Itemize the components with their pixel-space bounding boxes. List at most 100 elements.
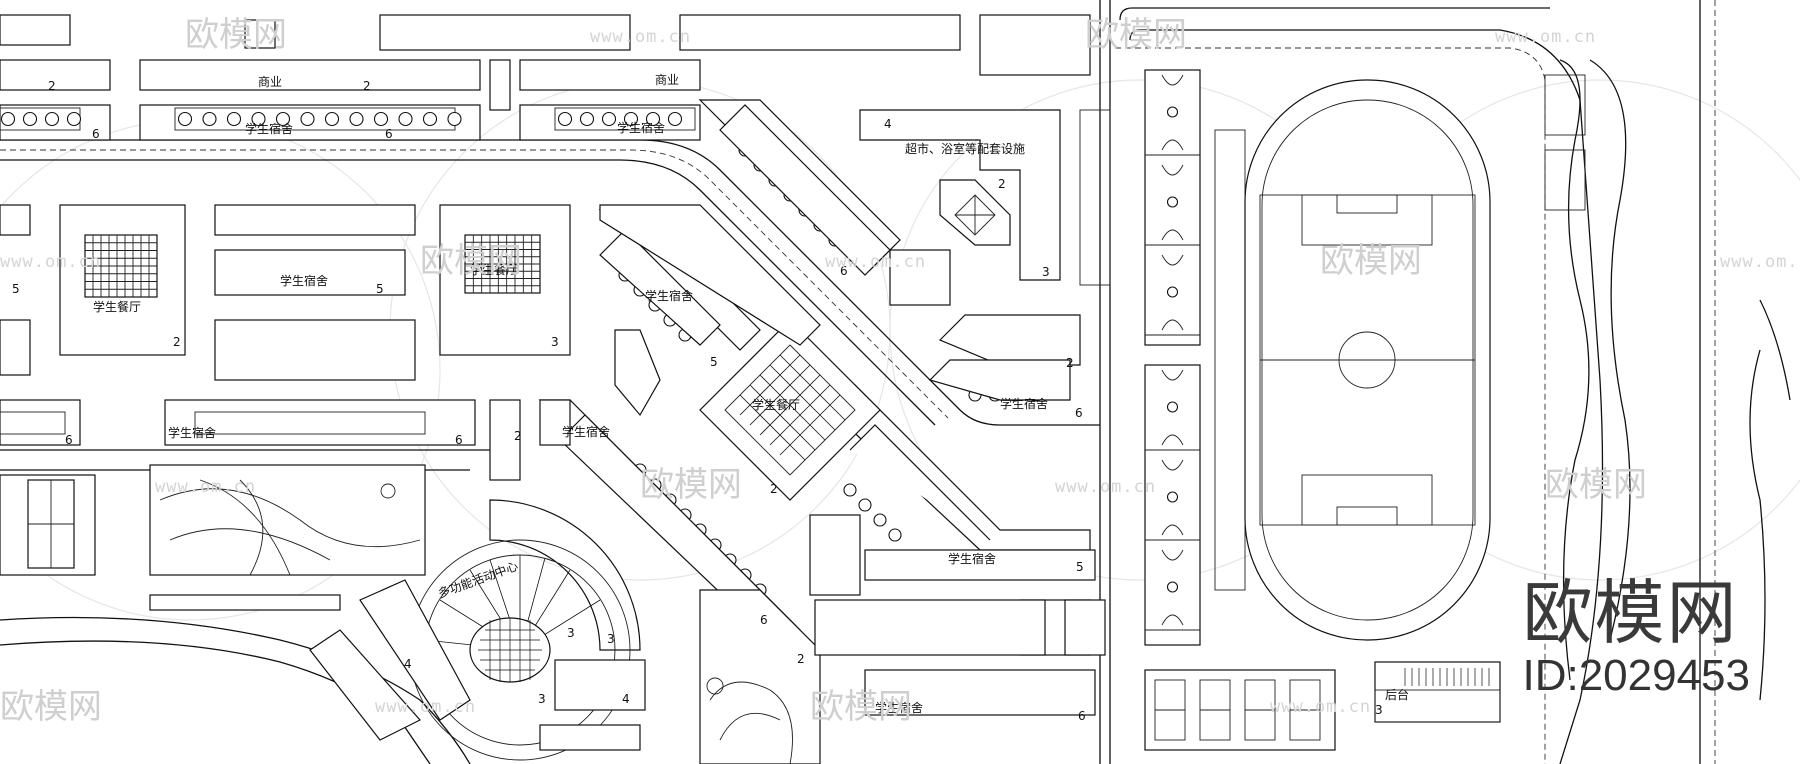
dorm-window-marker bbox=[349, 111, 364, 127]
svg-text:6: 6 bbox=[760, 613, 768, 627]
watermark-url-8: www.om.cn bbox=[375, 697, 476, 717]
watermark-url-1: www.om.cn bbox=[590, 27, 691, 47]
dorm-window-marker bbox=[645, 111, 661, 127]
watermark-url-6: www.om.cn bbox=[155, 477, 256, 497]
svg-text:3: 3 bbox=[551, 335, 559, 349]
lower-left bbox=[0, 464, 426, 611]
svg-text:4: 4 bbox=[404, 657, 412, 671]
dorm-window-marker bbox=[22, 111, 38, 127]
dorm-window-marker bbox=[888, 528, 902, 542]
watermark-brand-6: 欧模网 bbox=[1545, 465, 1647, 505]
watermarks: 欧模网 欧模网 欧模网 欧模网 欧模网 欧模网 欧模网 欧模网 www.om.c… bbox=[0, 15, 1800, 727]
dorm-window-marker bbox=[275, 111, 291, 127]
canteens bbox=[0, 204, 821, 417]
label-dorm-2: 学生宿舍 bbox=[617, 120, 665, 135]
badge-id: ID:2029453 bbox=[1522, 651, 1750, 700]
watermark-url-3: www.om.cn bbox=[0, 252, 101, 272]
dorm-window-marker bbox=[601, 111, 617, 127]
svg-text:6: 6 bbox=[455, 433, 463, 447]
badge-brand: 欧模网 bbox=[1522, 572, 1739, 654]
label-canteen-3: 学生餐厅 bbox=[752, 397, 800, 412]
svg-text:6: 6 bbox=[65, 433, 73, 447]
dorm-window-marker bbox=[398, 111, 413, 127]
watermark-badge: 欧模网 ID:2029453 bbox=[1522, 578, 1750, 700]
dorm-window-marker bbox=[667, 111, 683, 127]
right-greenbelt bbox=[1544, 59, 1766, 701]
tennis-courts bbox=[1144, 669, 1336, 751]
watermark-brand-5: 欧模网 bbox=[640, 465, 742, 505]
watermark-url-9: www.om.cn bbox=[1270, 697, 1371, 717]
svg-text:2: 2 bbox=[363, 79, 371, 93]
label-dorm-5: 学生宿舍 bbox=[168, 425, 216, 440]
label-dorm-9: 学生宿舍 bbox=[875, 700, 923, 715]
label-dorm-7: 学生宿舍 bbox=[1000, 396, 1048, 411]
dorm-window-marker bbox=[300, 111, 315, 127]
dorm-window-marker bbox=[858, 498, 872, 512]
svg-text:2: 2 bbox=[1066, 356, 1074, 370]
svg-text:2: 2 bbox=[770, 482, 778, 496]
lower-middle bbox=[699, 514, 1106, 764]
label-dorm-8: 学生宿舍 bbox=[948, 551, 996, 566]
svg-text:6: 6 bbox=[92, 127, 100, 141]
dorm-window-marker bbox=[447, 111, 462, 127]
svg-text:3: 3 bbox=[607, 632, 615, 646]
dorm-window-marker bbox=[177, 111, 193, 127]
svg-text:3: 3 bbox=[567, 626, 575, 640]
activity-center bbox=[309, 499, 646, 761]
watermark-url-2: www.om.cn bbox=[1495, 27, 1596, 47]
svg-text:5: 5 bbox=[376, 282, 384, 296]
dorm-window-marker bbox=[557, 111, 573, 127]
basketball-courts bbox=[1144, 69, 1201, 646]
dorm-window-marker bbox=[422, 111, 438, 127]
svg-text:5: 5 bbox=[12, 282, 20, 296]
label-supermarket: 超市、浴室等配套设施 bbox=[905, 141, 1025, 156]
floor-numbers: 2 2 6 6 4 2 3 6 5 5 2 3 5 2 6 6 6 2 2 5 … bbox=[12, 79, 1383, 723]
label-commerce-1: 商业 bbox=[258, 74, 282, 89]
label-dorm-3: 学生宿舍 bbox=[280, 273, 328, 288]
central-canteen bbox=[699, 319, 881, 501]
watermark-brand-4: 欧模网 bbox=[1320, 241, 1422, 281]
svg-text:6: 6 bbox=[1078, 709, 1086, 723]
svg-text:6: 6 bbox=[1075, 406, 1083, 420]
top-buildings bbox=[0, 14, 1091, 141]
dorm-window-marker bbox=[873, 513, 887, 527]
label-dorm-1: 学生宿舍 bbox=[245, 121, 293, 136]
watermark-brand-2: 欧模网 bbox=[1085, 15, 1187, 55]
svg-text:4: 4 bbox=[884, 117, 892, 131]
label-canteen-1: 学生餐厅 bbox=[93, 299, 141, 314]
dorm-window-marker bbox=[373, 111, 389, 127]
watermark-brand-3: 欧模网 bbox=[420, 241, 522, 281]
canteen-grids bbox=[84, 234, 541, 298]
dorm-window-marker bbox=[324, 111, 340, 127]
dorm-window-marker bbox=[623, 111, 639, 127]
label-stage: 后台 bbox=[1385, 687, 1409, 702]
dorm-window-marker bbox=[0, 111, 16, 127]
svg-text:3: 3 bbox=[1042, 265, 1050, 279]
stage-building bbox=[1374, 661, 1501, 723]
svg-text:2: 2 bbox=[998, 177, 1006, 191]
label-commerce-2: 商业 bbox=[655, 72, 679, 87]
label-dorm-6: 学生宿舍 bbox=[562, 424, 610, 439]
watermark-brand-7: 欧模网 bbox=[0, 687, 102, 727]
running-track bbox=[1214, 79, 1491, 641]
dorm-window-marker bbox=[251, 111, 266, 127]
watermark-brand-8: 欧模网 bbox=[810, 687, 912, 727]
middle-row bbox=[0, 399, 571, 481]
dorm-window-marker bbox=[843, 483, 857, 497]
svg-text:2: 2 bbox=[514, 429, 522, 443]
svg-text:5: 5 bbox=[1076, 560, 1084, 574]
svg-text:5: 5 bbox=[710, 355, 718, 369]
svg-text:3: 3 bbox=[1375, 703, 1383, 717]
label-canteen-2: 学生餐厅 bbox=[470, 262, 518, 277]
svg-text:3: 3 bbox=[538, 692, 546, 706]
dorm-window-marker bbox=[579, 111, 595, 127]
svg-text:4: 4 bbox=[622, 692, 630, 706]
watermark-url-4: www.om.cn bbox=[825, 252, 926, 272]
svg-text:6: 6 bbox=[385, 127, 393, 141]
watermark-url-7: www.om.cn bbox=[1055, 477, 1156, 497]
svg-text:2: 2 bbox=[173, 335, 181, 349]
watermark-url-5: www.om.cn bbox=[1720, 252, 1800, 272]
label-dorm-4: 学生宿舍 bbox=[645, 288, 693, 303]
watermark-brand-1: 欧模网 bbox=[185, 15, 287, 55]
